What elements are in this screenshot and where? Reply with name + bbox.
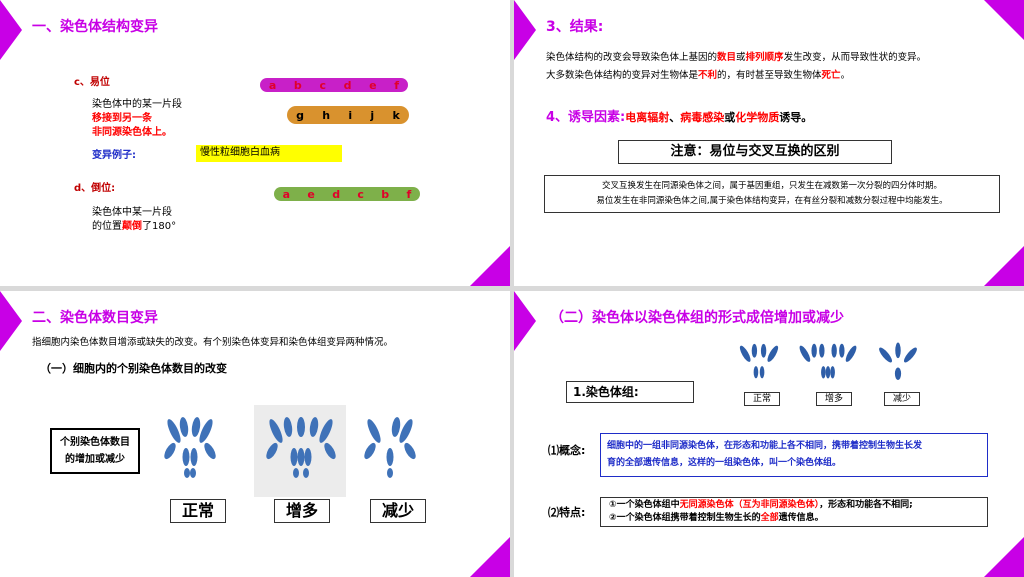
gene-c: c <box>319 78 326 92</box>
concept-box: 细胞中的一组非同源染色体，在形态和功能上各不相同，携带着控制生物生长发 育的全部… <box>600 433 988 477</box>
slide-title: 一、染色体结构变异 <box>32 19 158 35</box>
slide-chromosome-sets[interactable]: （二）染色体以染色体组的形式成倍增加或减少 <box>514 291 1024 577</box>
inversion-desc-2: 的位置颠倒了180° <box>92 221 177 232</box>
example-label: 变异例子: <box>92 150 136 161</box>
gene-d: d <box>343 78 352 92</box>
translocation-label: c、易位 <box>74 77 110 88</box>
chromosome-ghijk: g h i j k <box>287 106 409 124</box>
feature-box: ①一个染色体组中无同源染色体（互为非同源染色体），形态和功能各不相同; ②一个染… <box>600 497 988 527</box>
corner-triangle-right <box>984 537 1024 577</box>
set-label-increased: 增多 <box>816 392 852 406</box>
chromosome-set-label: 1.染色体组: <box>566 381 694 403</box>
set-label-decreased: 减少 <box>884 392 920 406</box>
slide-number-variation[interactable]: 二、染色体数目变异 指细胞内染色体数目增添或缺失的改变。有个别染色体变异和染色体… <box>0 291 510 577</box>
gene-f: f <box>406 187 412 201</box>
translocation-desc-1: 染色体中的某一片段 <box>92 99 182 110</box>
label-decreased: 减少 <box>370 499 426 523</box>
gene-i: i <box>348 108 353 122</box>
decreased-set-figure <box>879 342 917 380</box>
feature-label: ⑵特点: <box>548 506 586 519</box>
increased-chromosomes-figure <box>266 417 336 478</box>
translocation-desc-2: 移接到另一条 <box>92 113 152 124</box>
feature-2: ②一个染色体组携带着控制生物生长的全部遗传信息。 <box>609 513 824 523</box>
chromosome-abcdef: a b c d e f <box>260 78 408 92</box>
gene-h: h <box>322 108 331 122</box>
gene-b: b <box>381 187 390 201</box>
gene-e: e <box>369 78 377 92</box>
subtitle: （一）细胞内的个别染色体数目的改变 <box>40 362 227 375</box>
result-line-1: 染色体结构的改变会导致染色体上基因的数目或排列顺序发生改变，从而导致性状的变异。 <box>546 52 927 63</box>
normal-chromosomes-figure <box>164 417 216 478</box>
label-normal: 正常 <box>170 499 226 523</box>
gene-d: d <box>332 187 341 201</box>
concept-label: ⑴概念: <box>548 444 586 457</box>
increased-set-figure <box>799 343 857 379</box>
individual-change-box: 个别染色体数目 的增加或减少 <box>50 428 140 474</box>
gene-a: a <box>282 187 291 201</box>
note-title-box: 注意：易位与交叉互换的区别 <box>618 140 892 164</box>
gene-a: a <box>268 78 277 92</box>
corner-triangle-right <box>470 537 510 577</box>
example-value: 慢性粒细胞白血病 <box>196 145 342 162</box>
note-line-2: 易位发生在非同源染色体之间,属于染色体结构变异，在有丝分裂和减数分裂过程中均能发… <box>596 196 948 206</box>
gene-e: e <box>307 187 315 201</box>
corner-triangle-left <box>514 291 536 351</box>
note-content-box: 交叉互换发生在同源染色体之间，属于基因重组，只发生在减数第一次分裂的四分体时期。… <box>544 175 1000 213</box>
slide-structure-variation[interactable]: 一、染色体结构变异 c、易位 染色体中的某一片段 移接到另一条 非同源染色体上。… <box>0 0 510 286</box>
corner-triangle-left <box>0 0 22 60</box>
intro-text: 指细胞内染色体数目增添或缺失的改变。有个别染色体变异和染色体组变异两种情况。 <box>32 337 394 348</box>
slide-title: 3、结果: <box>546 19 604 35</box>
result-line-2: 大多数染色体结构的变异对生物体是不利的，有时甚至导致生物体死亡。 <box>546 70 851 81</box>
corner-triangle-top-right <box>984 0 1024 40</box>
note-line-1: 交叉互换发生在同源染色体之间，属于基因重组，只发生在减数第一次分裂的四分体时期。 <box>601 181 942 191</box>
translocation-desc-3: 非同源染色体上。 <box>92 127 172 138</box>
label-increased: 增多 <box>274 499 330 523</box>
decreased-chromosomes-figure <box>364 417 416 478</box>
feature-1: ①一个染色体组中无同源染色体（互为非同源染色体），形态和功能各不相同; <box>609 500 913 510</box>
corner-triangle-right <box>984 246 1024 286</box>
slide-results[interactable]: 3、结果: 染色体结构的改变会导致染色体上基因的数目或排列顺序发生改变，从而导致… <box>514 0 1024 286</box>
factor-line: 4、诱导因素:电离辐射、病毒感染或化学物质诱导。 <box>546 110 813 125</box>
gene-j: j <box>370 108 375 122</box>
gene-f: f <box>394 78 400 92</box>
slide-title: （二）染色体以染色体组的形式成倍增加或减少 <box>550 310 844 326</box>
corner-triangle-left <box>514 0 536 60</box>
gene-g: g <box>296 108 304 122</box>
normal-set-figure <box>739 343 779 379</box>
gene-b: b <box>293 78 302 92</box>
inversion-label: d、倒位: <box>74 183 116 194</box>
corner-triangle-right <box>470 246 510 286</box>
inversion-desc-1: 染色体中某一片段 <box>92 207 172 218</box>
gene-c: c <box>357 187 364 201</box>
corner-triangle-left <box>0 291 22 351</box>
gene-k: k <box>392 108 400 122</box>
slide-title: 二、染色体数目变异 <box>32 310 158 326</box>
set-label-normal: 正常 <box>744 392 780 406</box>
